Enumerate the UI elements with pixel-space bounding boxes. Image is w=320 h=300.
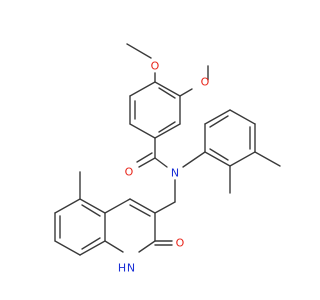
bond [229,151,256,167]
bond [154,201,176,214]
bond [129,198,156,214]
nitrogen-atom-label: N [171,167,179,180]
bond [136,152,153,163]
bond [179,88,193,97]
bond [204,151,231,167]
bond [104,240,124,253]
bond [129,81,156,97]
oxygen-atom-label: O [151,60,160,73]
bond [79,240,106,256]
hydrogen-atom-label: H [118,262,126,275]
bond [104,198,131,214]
bond [81,237,101,250]
bond [158,121,176,133]
bond [126,43,152,59]
bond [158,87,176,99]
bond [229,109,256,125]
bond [81,204,101,217]
bond [254,151,281,167]
bond [154,123,181,139]
bond [154,81,181,97]
nitrogen-atom-label: N [127,262,135,275]
oxygen-atom-label: O [176,237,185,250]
bond [204,109,231,125]
bond [209,115,229,128]
bonds [54,43,281,256]
oxygen-atom-label: O [201,76,210,89]
bond [154,157,168,168]
bond [54,240,81,256]
bond [209,148,229,161]
bond [54,198,81,214]
bond [182,151,206,168]
bond [129,204,151,217]
molecule-structure: O O O N O H N [54,43,281,275]
bond [138,240,156,253]
atom-labels: O O O N O H N [118,60,210,275]
oxygen-atom-label: O [125,166,134,179]
bond [79,198,106,214]
bond [129,123,156,139]
bond [138,157,156,168]
